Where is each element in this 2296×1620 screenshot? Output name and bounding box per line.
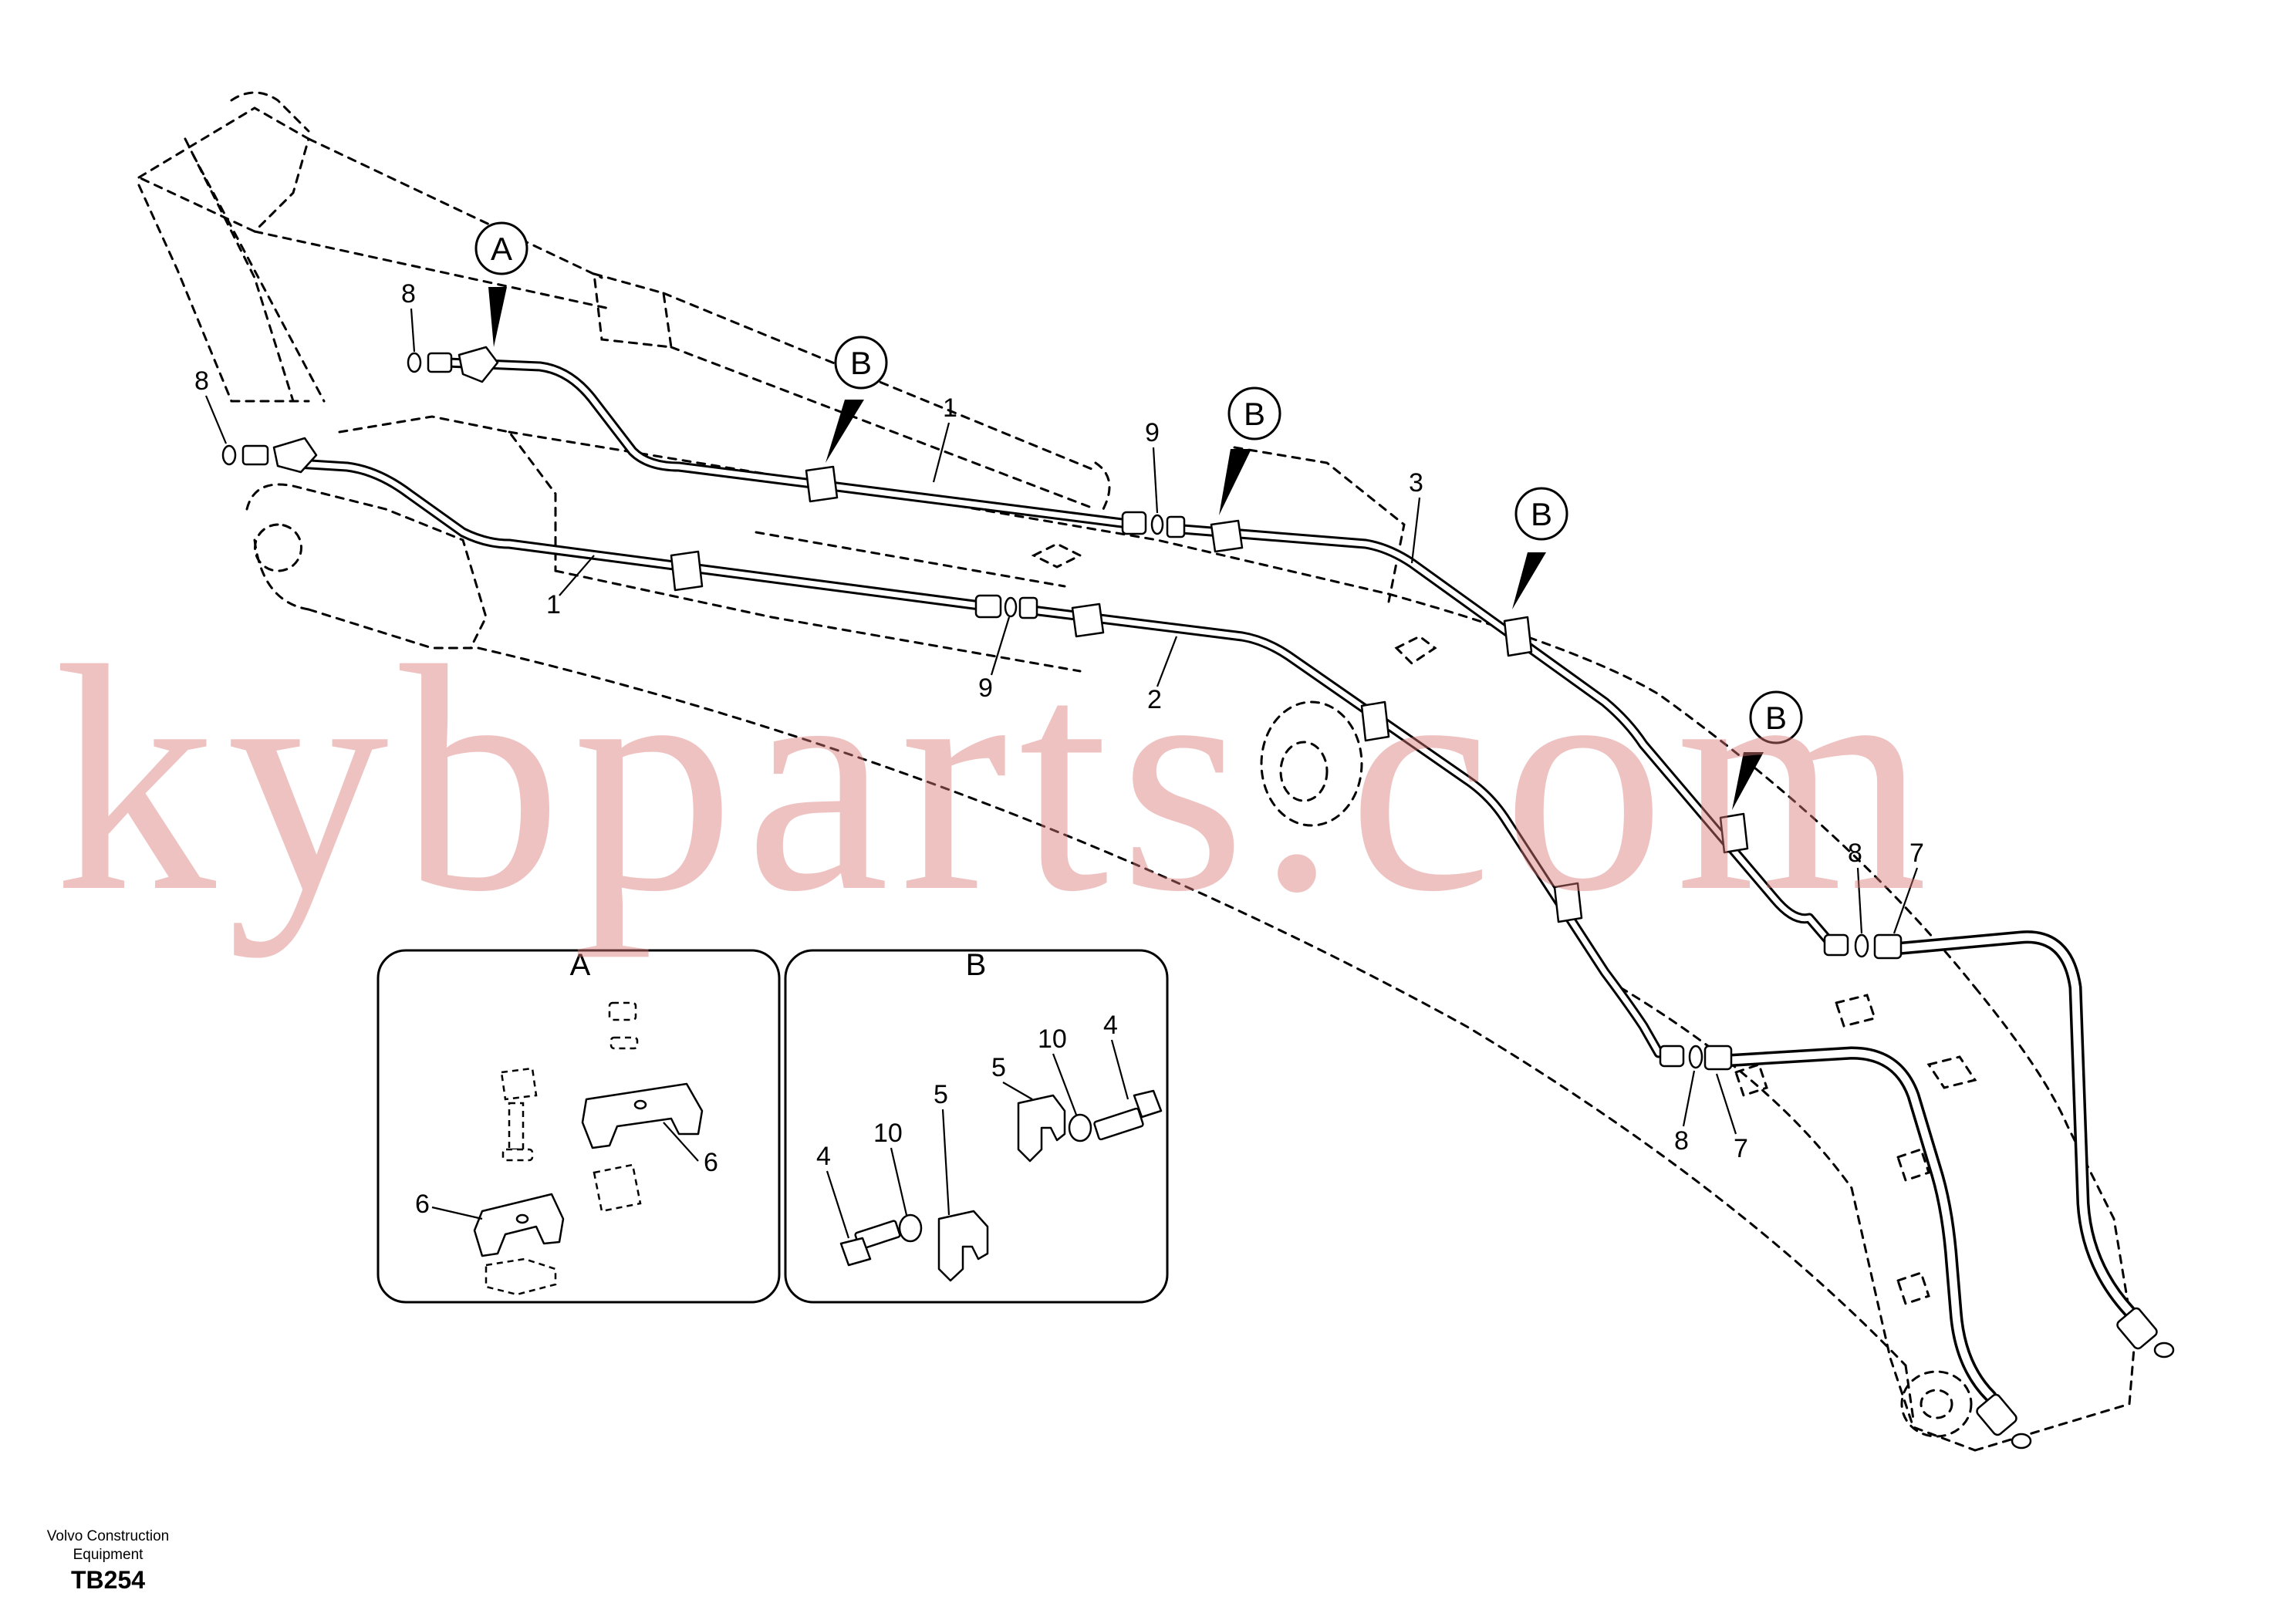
brand-caption: Volvo Construction Equipment xyxy=(31,1527,185,1564)
label-seal-8-right-lower: 8 xyxy=(1674,1126,1689,1156)
pipe-3 xyxy=(1167,523,1838,950)
detail-b: B 4 10 5 5 10 4 xyxy=(784,948,1169,1304)
drawing-number: TB254 xyxy=(71,1566,146,1594)
pipe-1-lower xyxy=(280,457,985,611)
brand-line-1: Volvo Construction xyxy=(46,1528,170,1544)
label-washer-10-lower: 10 xyxy=(873,1119,903,1148)
machine-outline xyxy=(136,91,2139,1452)
pipe-1-upper xyxy=(442,357,1140,530)
label-clamp-6-upper: 6 xyxy=(704,1148,718,1177)
callout-b-2: B xyxy=(1219,386,1281,515)
label-seal-8-right-upper: 8 xyxy=(1848,839,1862,868)
label-seal-8-top: 8 xyxy=(401,279,416,309)
label-screw-4-lower: 4 xyxy=(816,1142,831,1171)
callout-a: A xyxy=(474,221,528,347)
hose-7-lower xyxy=(1717,1046,1997,1403)
part-labels: 1 1 2 3 8 8 9 9 8 7 8 7 xyxy=(194,279,1924,1163)
svg-text:A: A xyxy=(570,948,591,982)
label-hose-7-upper: 7 xyxy=(1909,839,1924,868)
label-seal-9-upper: 9 xyxy=(1145,418,1160,447)
label-pipe-1-lower: 1 xyxy=(546,590,561,619)
svg-text:B: B xyxy=(966,948,987,982)
svg-text:B: B xyxy=(1244,396,1265,432)
label-pipe-2: 2 xyxy=(1147,685,1162,714)
pipe-2 xyxy=(1021,604,1664,1058)
brand-line-2: Equipment xyxy=(73,1547,144,1563)
svg-text:A: A xyxy=(491,231,512,267)
label-washer-10-upper: 10 xyxy=(1038,1024,1067,1054)
callout-b-1: B xyxy=(826,336,888,463)
label-bracket-5-lower: 5 xyxy=(934,1080,948,1109)
label-screw-4-upper: 4 xyxy=(1103,1011,1118,1040)
label-pipe-3: 3 xyxy=(1409,468,1423,498)
hose-7-upper xyxy=(1887,930,2136,1318)
label-pipe-1-upper: 1 xyxy=(943,393,957,423)
label-seal-8-left: 8 xyxy=(194,366,209,396)
callout-b-4: B xyxy=(1732,690,1803,810)
label-hose-7-lower: 7 xyxy=(1734,1134,1748,1163)
svg-text:B: B xyxy=(1531,496,1552,532)
callout-b-3: B xyxy=(1512,487,1568,609)
label-bracket-5-upper: 5 xyxy=(991,1053,1006,1082)
detail-a: A 6 6 xyxy=(376,948,781,1304)
label-seal-9-lower: 9 xyxy=(978,673,993,703)
svg-text:B: B xyxy=(850,345,872,381)
pipe-fittings xyxy=(221,346,2175,1450)
svg-text:B: B xyxy=(1765,700,1787,736)
label-clamp-6-lower: 6 xyxy=(415,1190,430,1219)
